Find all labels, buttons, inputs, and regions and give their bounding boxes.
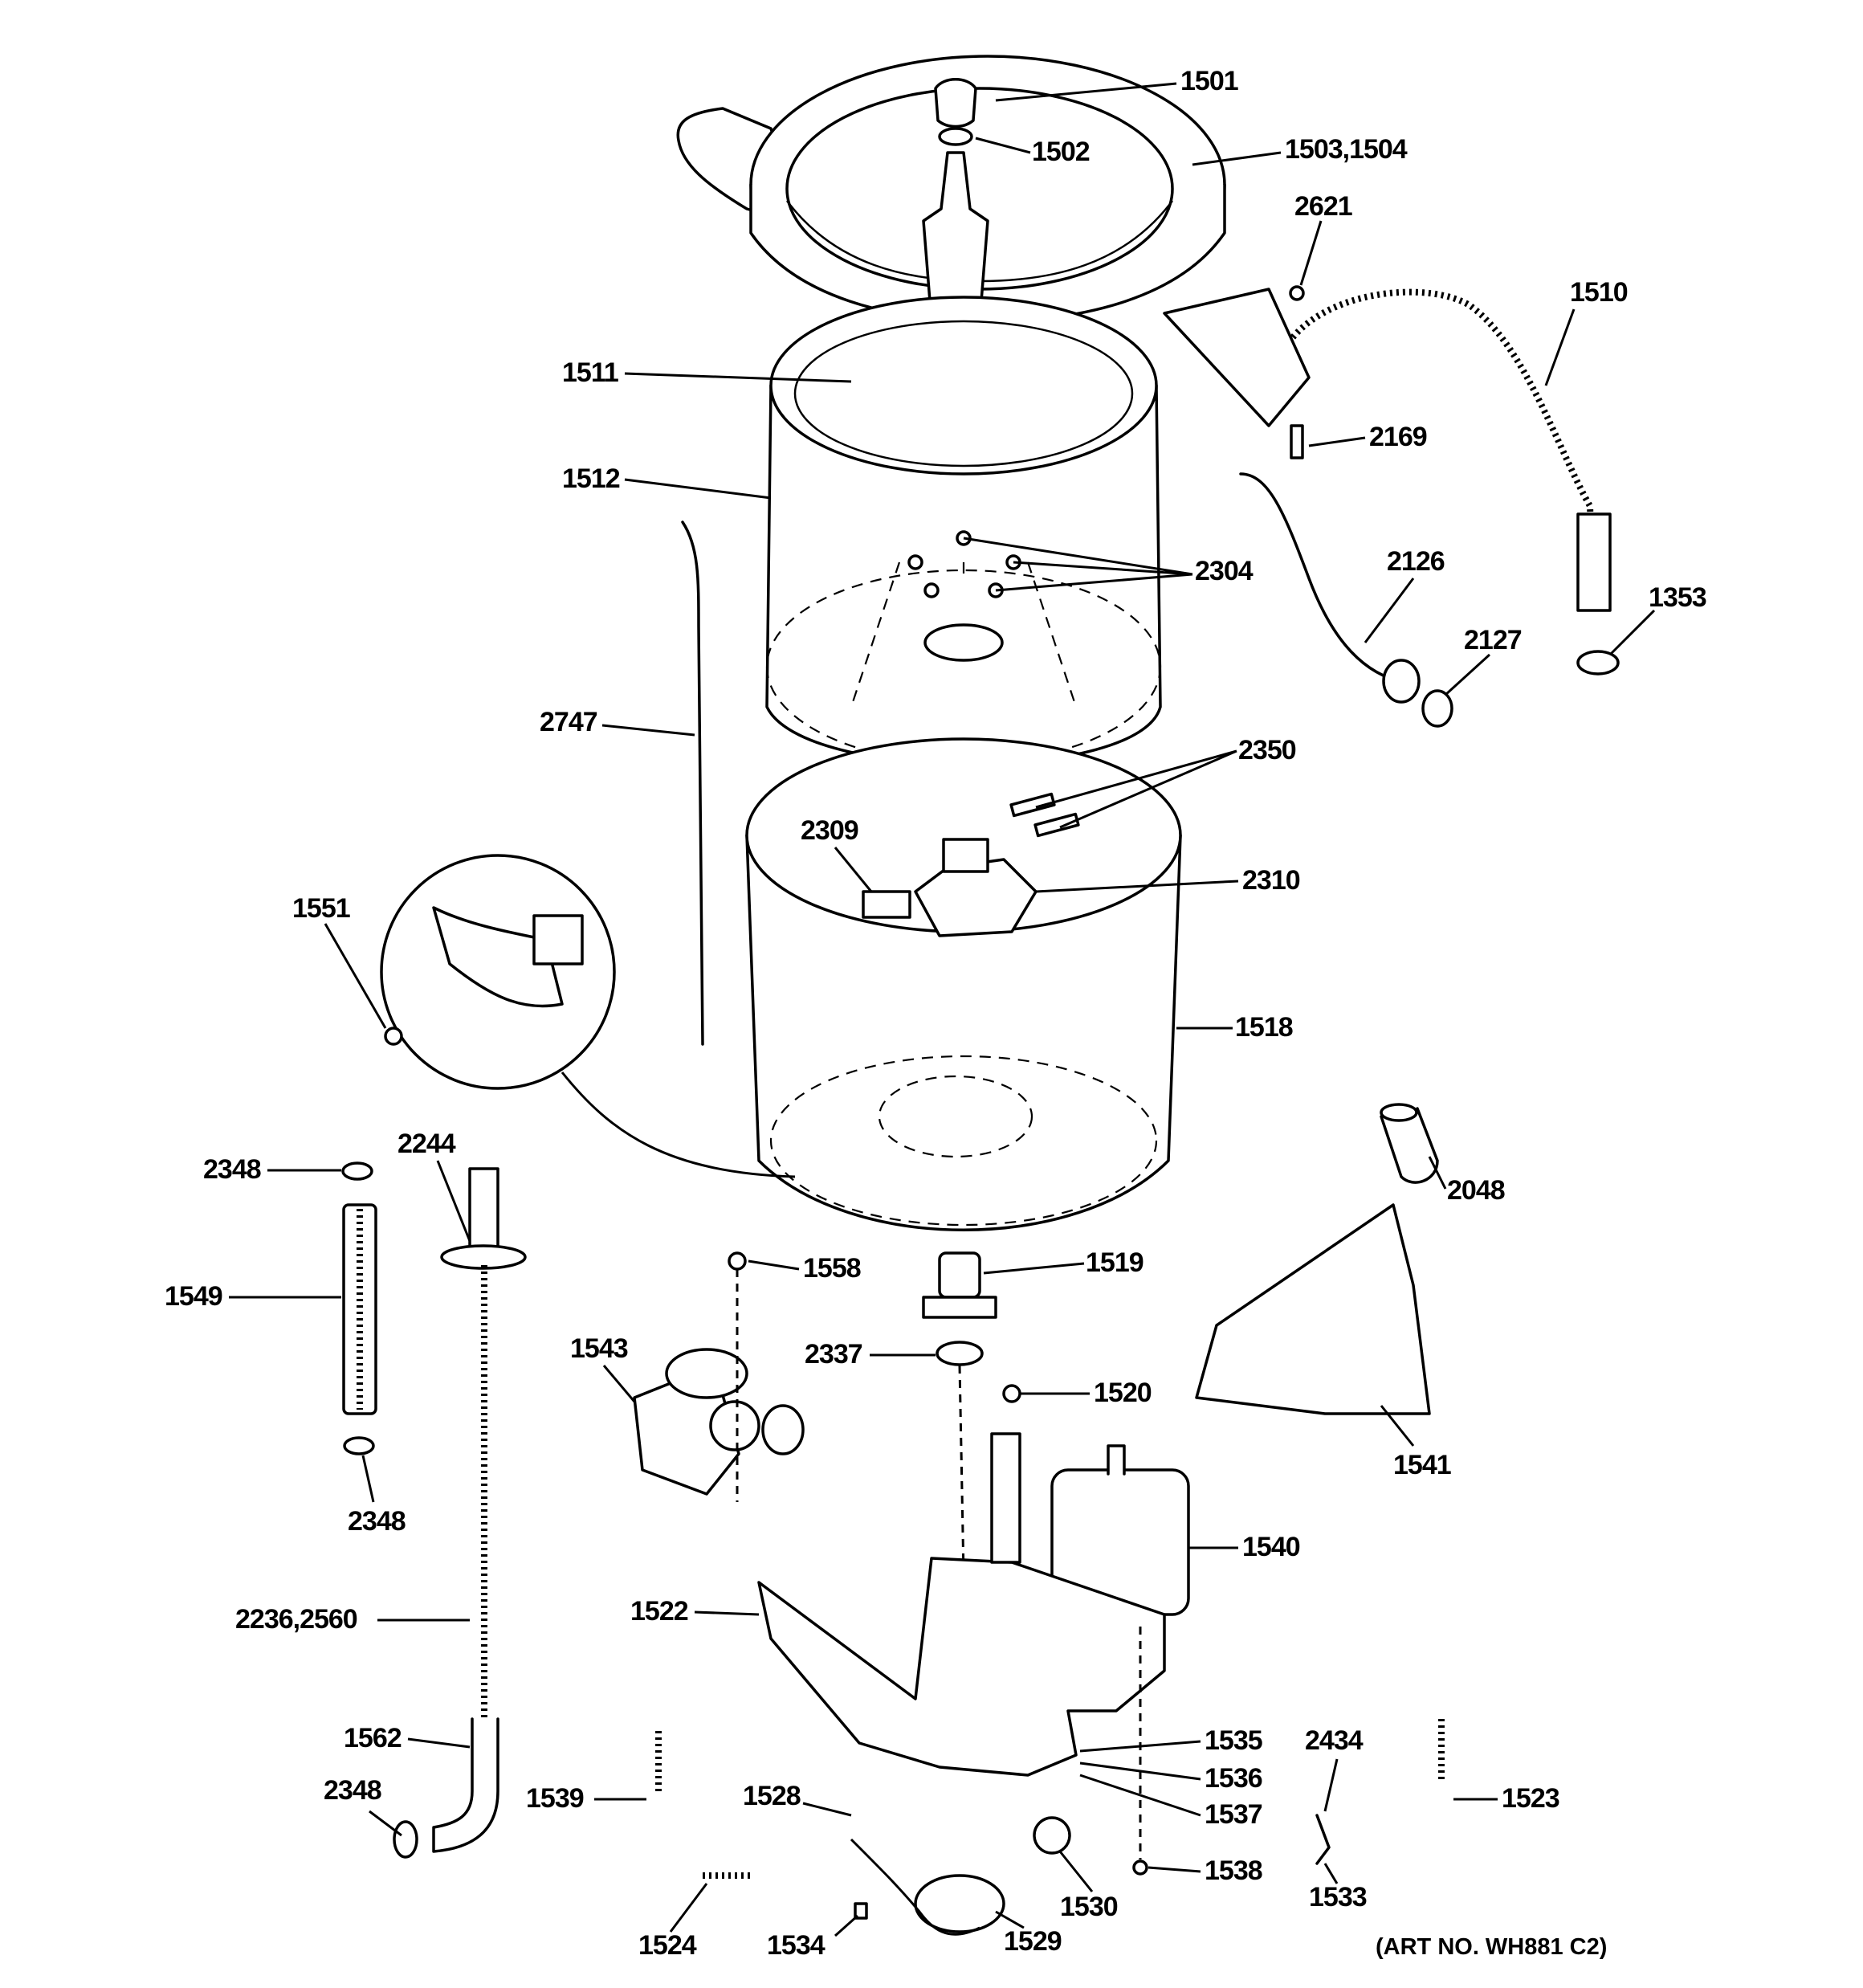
agitator-nut xyxy=(934,78,977,146)
clamp-bottom xyxy=(393,1820,418,1859)
label-1536: 1536 xyxy=(1205,1763,1262,1794)
label-2348-middle: 2348 xyxy=(348,1506,406,1537)
label-1533: 1533 xyxy=(1309,1882,1367,1912)
hub-1530 xyxy=(1033,1816,1071,1855)
inlet-hose-inner xyxy=(1240,472,1406,684)
bell-centerline xyxy=(958,1365,965,1575)
drive-bell-base xyxy=(922,1296,997,1319)
hose-screw-lower xyxy=(1290,424,1304,459)
motor-shield xyxy=(1195,1203,1431,1415)
label-1541: 1541 xyxy=(1393,1450,1451,1480)
label-1512: 1512 xyxy=(562,463,620,494)
label-2309: 2309 xyxy=(801,815,858,846)
label-1528: 1528 xyxy=(743,1781,801,1811)
label-1522: 1522 xyxy=(630,1596,688,1627)
label-1535: 1535 xyxy=(1205,1725,1262,1756)
label-1502: 1502 xyxy=(1032,137,1090,167)
leader-lines xyxy=(229,82,1656,1937)
label-2126: 2126 xyxy=(1387,546,1445,577)
clamp-top xyxy=(341,1161,373,1181)
label-1562: 1562 xyxy=(344,1723,402,1753)
label-2348-top: 2348 xyxy=(203,1154,261,1185)
art-number: (ART NO. WH881 C2) xyxy=(1376,1934,1607,1960)
hose-washer xyxy=(1421,689,1453,728)
set-screw xyxy=(854,1902,868,1920)
bell-screw xyxy=(1002,1384,1021,1403)
label-2747: 2747 xyxy=(540,707,597,737)
pressure-hose xyxy=(681,520,704,1046)
pump-screw xyxy=(728,1251,747,1271)
label-1519: 1519 xyxy=(1086,1247,1143,1278)
hose-top-tube xyxy=(468,1167,499,1259)
label-2348-bottom: 2348 xyxy=(324,1775,381,1806)
label-1543: 1543 xyxy=(570,1333,628,1364)
label-1523: 1523 xyxy=(1502,1783,1559,1814)
label-1501: 1501 xyxy=(1180,66,1238,96)
drive-motor xyxy=(1050,1444,1190,1616)
drain-pump xyxy=(633,1348,805,1496)
label-2244: 2244 xyxy=(397,1129,456,1159)
label-1558: 1558 xyxy=(803,1253,861,1284)
suspension-bracket xyxy=(757,1557,1166,1777)
outer-tub xyxy=(745,737,1182,1231)
label-1534: 1534 xyxy=(767,1930,826,1961)
drive-belt xyxy=(850,1838,980,1936)
hose-clamp xyxy=(1576,650,1620,676)
hose-flange xyxy=(440,1244,527,1270)
label-2621: 2621 xyxy=(1294,191,1352,222)
label-1537: 1537 xyxy=(1205,1799,1262,1830)
label-1353: 1353 xyxy=(1649,582,1706,613)
label-2127: 2127 xyxy=(1464,625,1522,655)
hose-elbow xyxy=(432,1717,499,1853)
label-2350: 2350 xyxy=(1238,735,1296,765)
nut-1538 xyxy=(1132,1859,1148,1876)
label-1530: 1530 xyxy=(1060,1892,1118,1922)
label-1503-1504: 1503,1504 xyxy=(1285,134,1408,165)
clamp-middle xyxy=(343,1436,375,1455)
label-2310: 2310 xyxy=(1242,865,1300,896)
label-1551: 1551 xyxy=(292,893,350,924)
label-1518: 1518 xyxy=(1235,1012,1293,1043)
wash-basket xyxy=(765,296,1162,765)
inlet-hose xyxy=(1239,472,1407,684)
clip-2434 xyxy=(1315,1814,1331,1865)
tub-bracket xyxy=(862,838,1037,937)
detail-callout xyxy=(380,854,796,1178)
label-2236-2560: 2236,2560 xyxy=(235,1604,357,1635)
bracket-arm xyxy=(990,1432,1021,1564)
label-2337: 2337 xyxy=(805,1339,862,1370)
drain-hose xyxy=(1163,288,1612,612)
drive-bell xyxy=(938,1251,981,1299)
seal-washer xyxy=(936,1341,984,1366)
inlet-hose-end xyxy=(1382,659,1421,704)
label-1540: 1540 xyxy=(1242,1532,1300,1562)
drive-pulley xyxy=(914,1874,1005,1933)
label-2169: 2169 xyxy=(1369,422,1427,452)
label-1520: 1520 xyxy=(1094,1378,1152,1408)
label-1510: 1510 xyxy=(1570,277,1628,308)
label-1524: 1524 xyxy=(638,1930,697,1961)
label-1549: 1549 xyxy=(165,1281,222,1312)
label-1538: 1538 xyxy=(1205,1855,1262,1886)
part-labels: 1501 1502 1503,1504 2621 1510 1511 2169 … xyxy=(165,66,1707,1961)
capacitor xyxy=(1380,1103,1439,1184)
label-2304: 2304 xyxy=(1195,556,1254,586)
hose-screw xyxy=(1289,285,1305,301)
label-2434: 2434 xyxy=(1305,1725,1364,1756)
label-1539: 1539 xyxy=(526,1783,584,1814)
label-1511: 1511 xyxy=(562,357,618,388)
label-2048: 2048 xyxy=(1447,1175,1505,1206)
fill-hose xyxy=(342,1203,377,1415)
label-1529: 1529 xyxy=(1004,1926,1062,1957)
